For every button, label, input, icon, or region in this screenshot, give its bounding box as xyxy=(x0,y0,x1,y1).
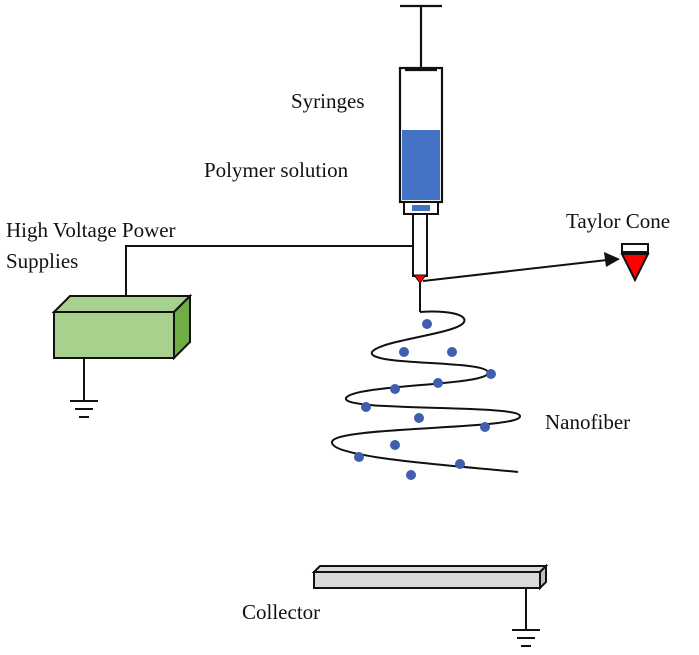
nanofiber-particles xyxy=(354,319,496,480)
particle xyxy=(361,402,371,412)
ground-symbol-power xyxy=(70,358,98,418)
particle xyxy=(433,378,443,388)
power-wire xyxy=(125,245,413,300)
nanofiber-spiral xyxy=(331,310,522,473)
syringes-label: Syringes xyxy=(291,89,365,113)
high-voltage-power-supply xyxy=(51,293,193,361)
power-supply-label-line2: Supplies xyxy=(6,249,79,273)
particle xyxy=(354,452,364,462)
collector-label: Collector xyxy=(242,600,321,624)
particle xyxy=(422,319,432,329)
needle xyxy=(412,213,428,277)
particle xyxy=(390,440,400,450)
syringe-tip-inner xyxy=(412,205,430,211)
particle xyxy=(414,413,424,423)
needle-cone xyxy=(413,274,427,284)
taylor-cone-label: Taylor Cone xyxy=(566,209,671,233)
particle xyxy=(480,422,490,432)
particle xyxy=(406,470,416,480)
polymer-solution-label: Polymer solution xyxy=(204,158,349,182)
power-supply-top xyxy=(51,295,193,313)
taylor-cone-arrow xyxy=(422,259,608,282)
polymer-solution xyxy=(402,130,440,200)
power-supply-label-line1: High Voltage Power xyxy=(6,218,176,242)
taylor-cone-arrowhead xyxy=(604,252,620,267)
nanofiber-label: Nanofiber xyxy=(545,410,631,434)
ground-symbol-collector xyxy=(512,588,540,647)
particle xyxy=(455,459,465,469)
particle xyxy=(486,369,496,379)
particle xyxy=(390,384,400,394)
collector-plate xyxy=(311,563,549,591)
particle xyxy=(399,347,409,357)
power-supply-front xyxy=(53,311,175,359)
particle xyxy=(447,347,457,357)
taylor-cone-icon xyxy=(620,243,650,283)
